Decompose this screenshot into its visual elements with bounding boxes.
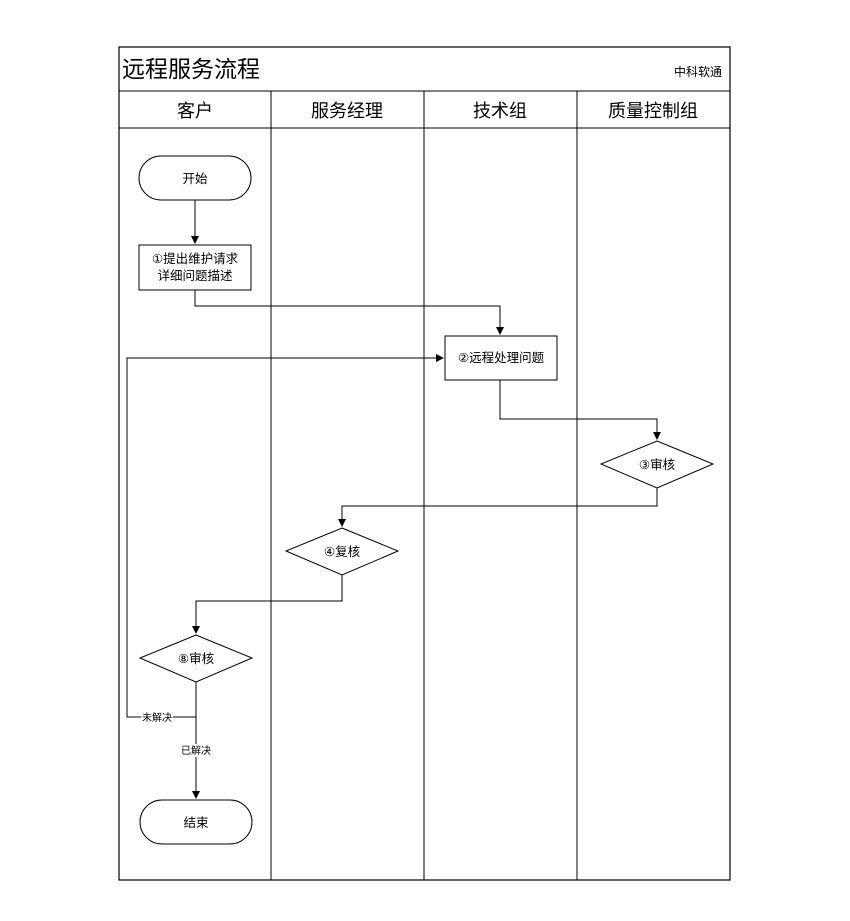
lane-header-tech-group: 技术组 [473, 101, 527, 122]
brand-label: 中科软通 [674, 64, 722, 79]
diagram-title: 远程服务流程 [122, 57, 260, 83]
client-review-label: ⑧审核 [178, 651, 215, 666]
lane-header-client: 客户 [177, 101, 213, 122]
start-label: 开始 [182, 171, 208, 186]
lane-header-quality-control: 质量控制组 [608, 101, 698, 122]
qc-review-label: ③审核 [639, 457, 676, 472]
request-label-line1: ①提出维护请求 [152, 251, 239, 266]
arrow-request-to-remote [195, 290, 500, 334]
arrow-qc-review-to-recheck [342, 488, 657, 526]
remote-label: ②远程处理问题 [458, 350, 545, 365]
request-label-line2: 详细问题描述 [157, 268, 233, 283]
recheck-label: ④复核 [324, 544, 361, 559]
lane-header-service-manager: 服务经理 [311, 101, 383, 122]
edge-label-unresolved: 未解决 [142, 711, 172, 724]
end-label: 结束 [183, 815, 209, 830]
edge-label-resolved: 已解决 [181, 744, 211, 757]
arrow-remote-to-qc-review [500, 380, 657, 439]
arrow-recheck-to-client-review [196, 575, 342, 633]
